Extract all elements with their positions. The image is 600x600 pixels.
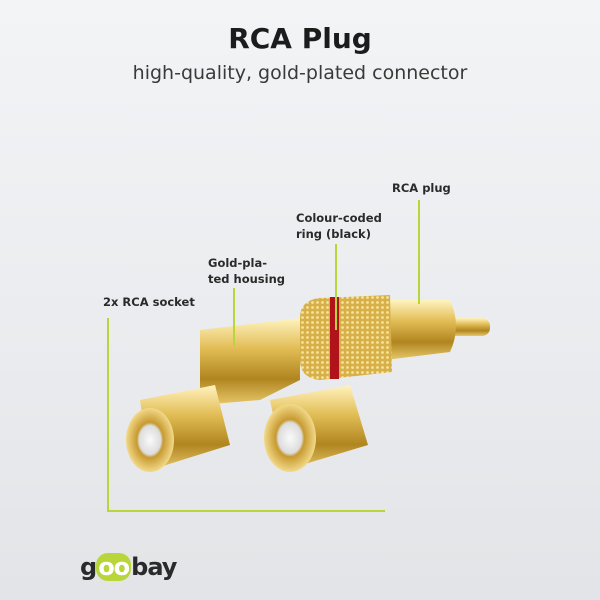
callout-housing: Gold-pla- ted housing <box>208 255 285 287</box>
plug-shell <box>385 300 456 360</box>
housing <box>200 318 300 405</box>
callout-text: Colour-coded <box>296 211 382 225</box>
callout-line <box>107 318 109 511</box>
callout-line <box>335 244 337 330</box>
callout-text: Gold-pla- <box>208 256 267 270</box>
callout-line <box>107 510 385 512</box>
callout-text: ted housing <box>208 272 286 286</box>
knurled-body <box>300 295 392 380</box>
callout-line <box>418 200 420 304</box>
callout-colour-ring: Colour-coded ring (black) <box>296 210 382 242</box>
socket-left <box>126 408 174 472</box>
callout-rca-socket: 2x RCA socket <box>103 295 195 309</box>
page-title: RCA Plug <box>228 22 372 55</box>
socket-right <box>264 404 316 472</box>
colour-ring <box>330 297 339 379</box>
callout-line <box>233 288 235 346</box>
goobay-logo: goobay <box>80 553 177 581</box>
callout-text: ring (black) <box>296 227 371 241</box>
callout-rca-plug: RCA plug <box>392 181 451 195</box>
page-subtitle: high-quality, gold-plated connector <box>132 62 468 84</box>
